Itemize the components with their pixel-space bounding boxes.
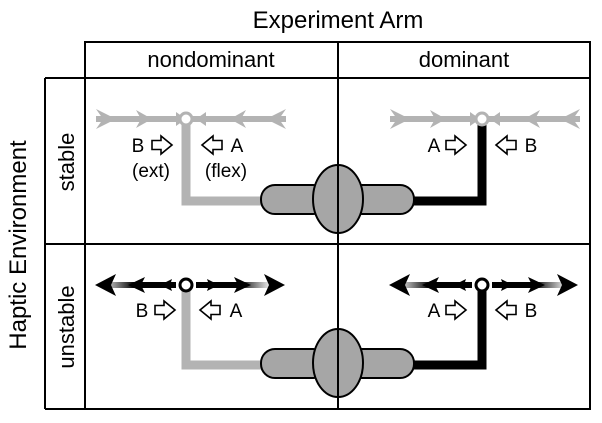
experiment-arm-title: Experiment Arm <box>253 7 424 34</box>
open-arrow-left-icon <box>201 135 223 155</box>
open-arrow-right-icon <box>151 135 173 155</box>
unstable-dominant-force-arrows <box>389 274 578 296</box>
open-arrow-left-icon <box>495 135 517 155</box>
open-arrow-right-icon <box>445 135 467 155</box>
endpoint-circle-icon <box>178 277 194 293</box>
endpoint-circle-icon <box>178 111 194 127</box>
open-arrow-left-icon <box>495 300 517 320</box>
endpoint-circle-icon <box>474 111 490 127</box>
unstable-body <box>260 328 415 398</box>
unstable-nondominant-force-arrows <box>95 274 285 296</box>
label-ext: (ext) <box>132 161 170 182</box>
stable-nondominant-label-a: A <box>231 136 244 157</box>
unstable-nondominant-label-b: B <box>136 301 149 322</box>
label-flex: (flex) <box>205 161 247 182</box>
open-arrow-right-icon <box>445 300 467 320</box>
row-header-stable: stable <box>54 133 79 192</box>
stable-dominant-label-a: A <box>428 136 441 157</box>
open-arrow-left-icon <box>199 300 221 320</box>
haptic-environment-title: Haptic Environment <box>5 140 32 350</box>
column-header-dominant: dominant <box>419 47 510 72</box>
open-arrow-right-icon <box>154 300 176 320</box>
unstable-nondominant-label-a: A <box>230 301 243 322</box>
endpoint-circle-icon <box>474 277 490 293</box>
stable-nondominant-label-b: B <box>132 136 145 157</box>
stable-dominant-label-b: B <box>525 136 538 157</box>
column-header-nondominant: nondominant <box>147 47 274 72</box>
unstable-dominant-label-a: A <box>428 301 441 322</box>
unstable-dominant-label-b: B <box>525 301 538 322</box>
unstable-dominant-arm <box>408 291 487 370</box>
unstable-nondominant-arm <box>181 291 268 370</box>
stable-nondominant-arm <box>181 119 268 206</box>
row-header-unstable: unstable <box>54 285 79 368</box>
stable-dominant-arm <box>408 121 487 206</box>
